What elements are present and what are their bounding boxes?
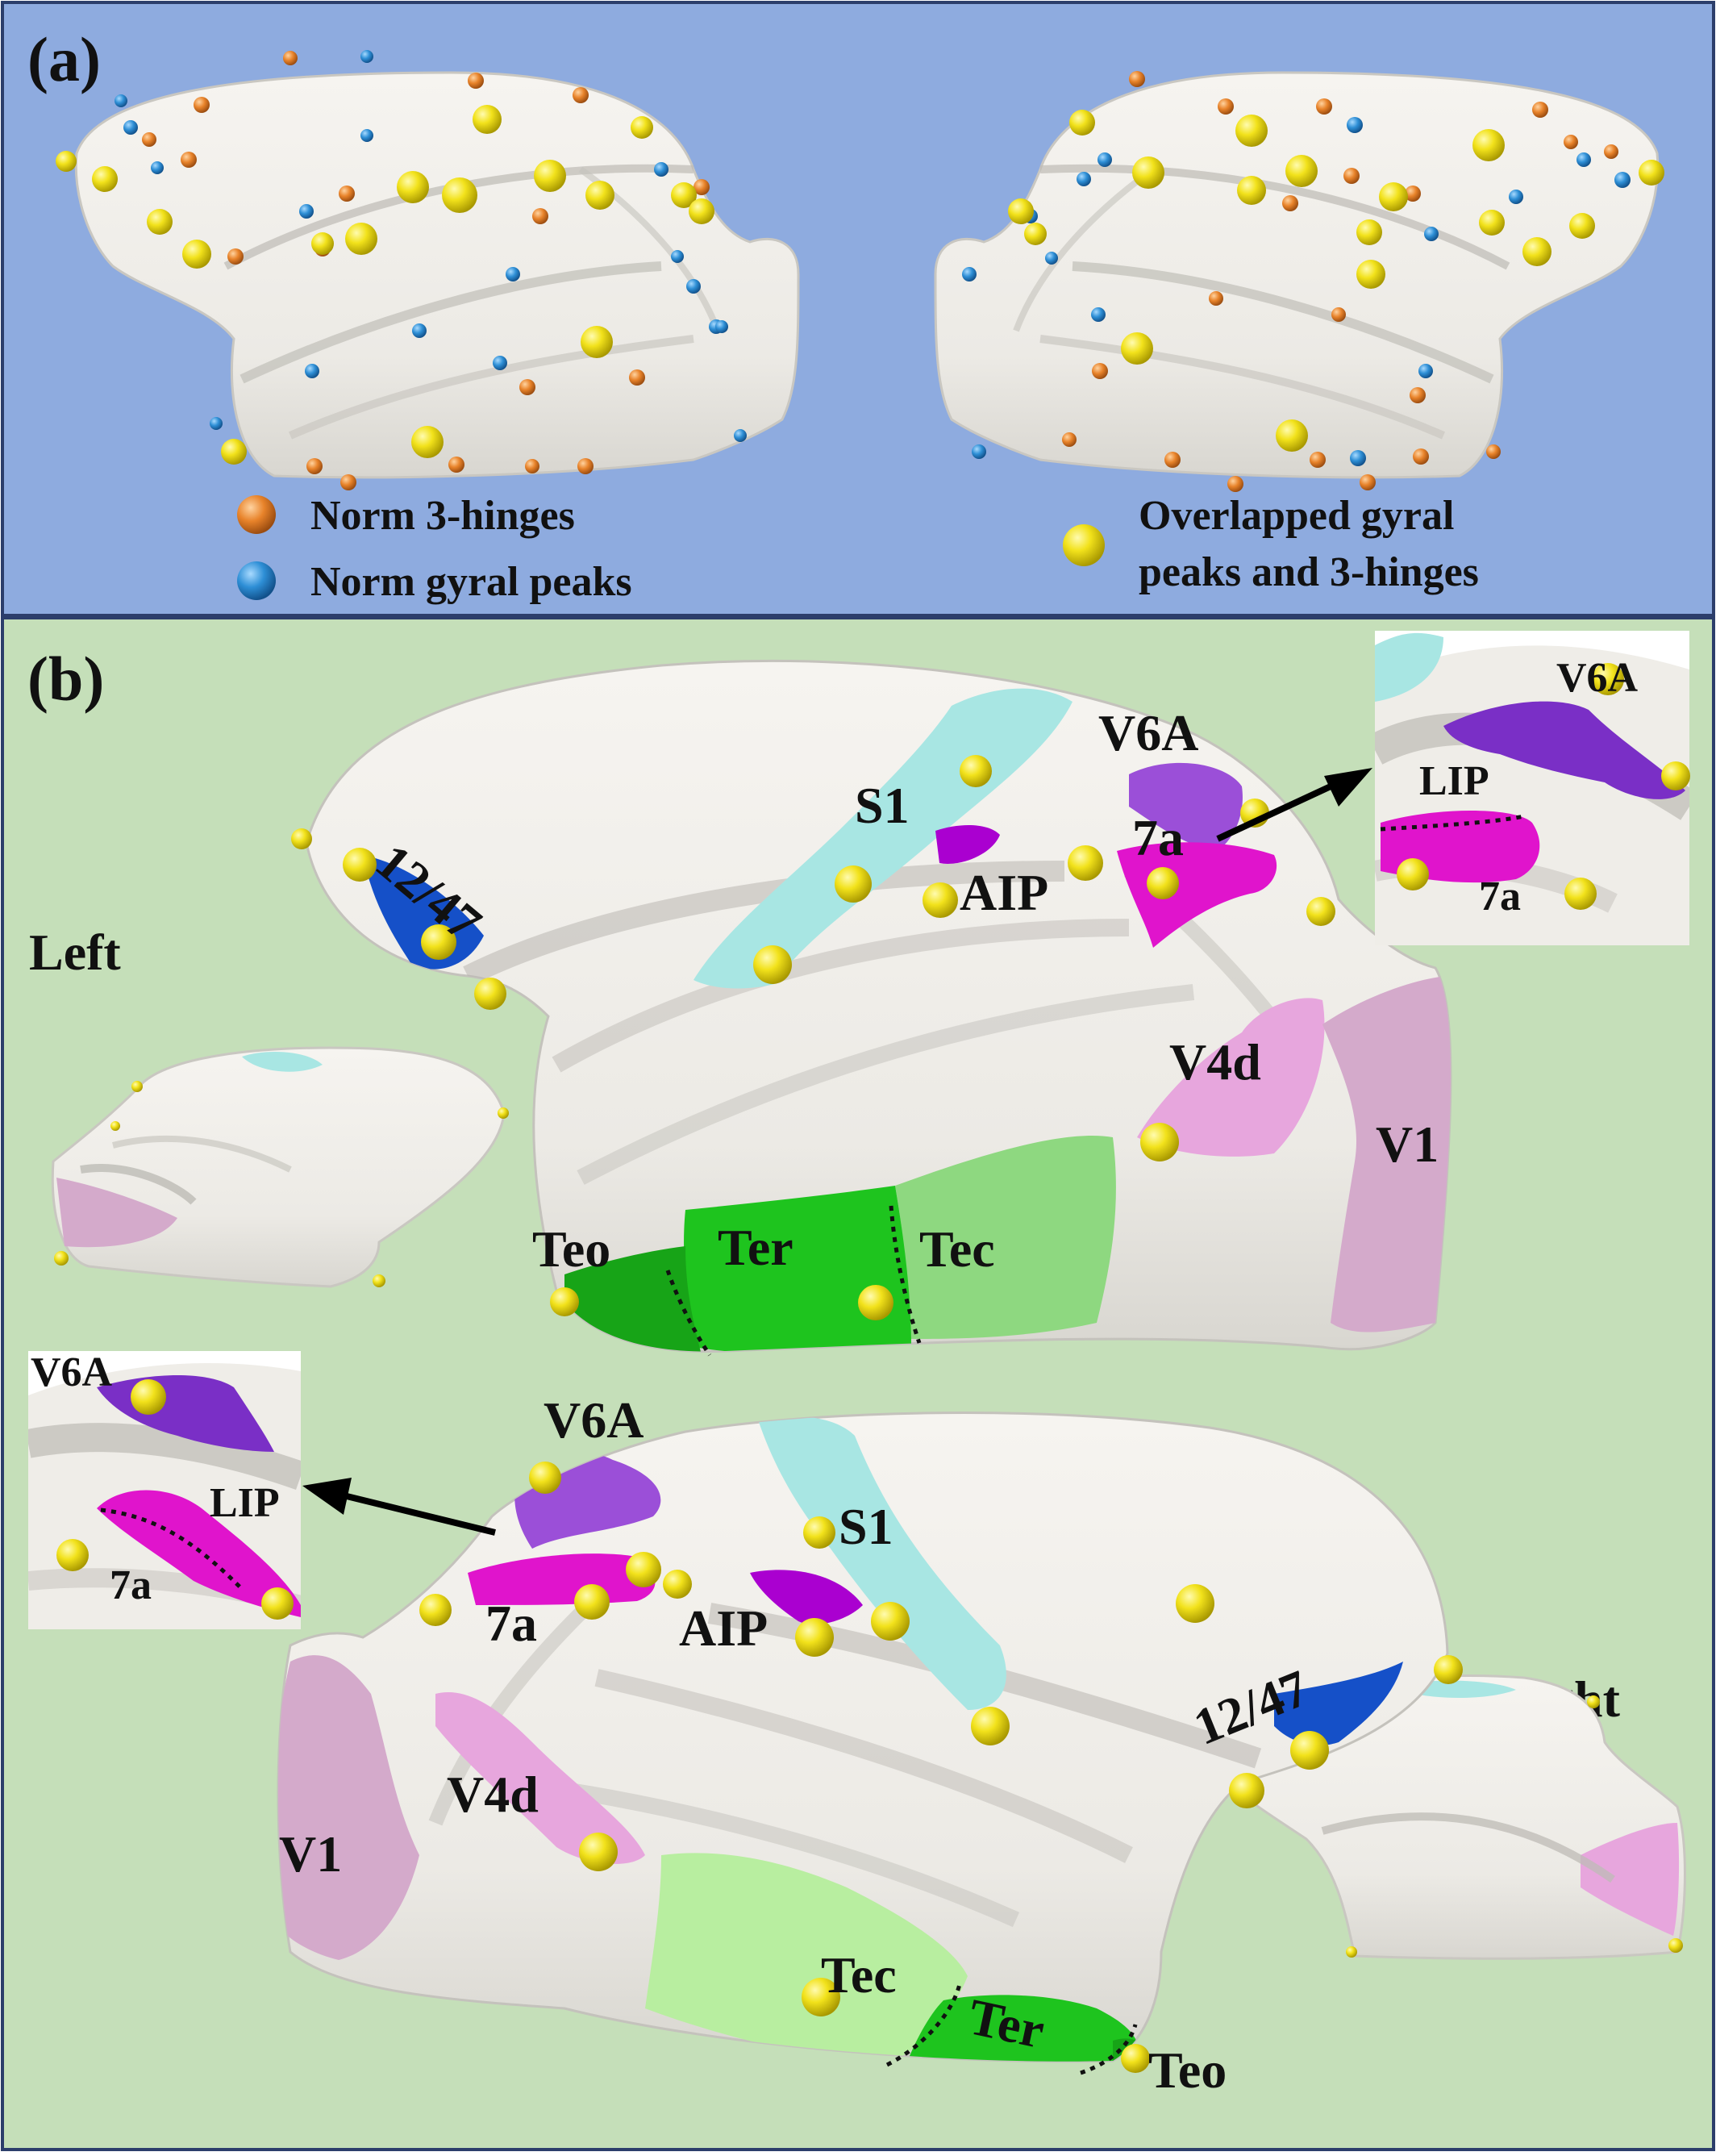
left-label-v4d: V4d [1169, 1033, 1261, 1091]
left-label-ter: Ter [718, 1219, 793, 1276]
right-label-7a: 7a [485, 1595, 537, 1652]
legend-norm-3-hinges: Norm 3-hinges [310, 493, 575, 539]
left-v1-region [1322, 976, 1451, 1332]
panel-b: (b) Left Right [1, 616, 1715, 2151]
left-inset-label-v6a: V6A [1556, 655, 1639, 701]
left-inset: V6A LIP 7a [1375, 631, 1690, 945]
right-12-47-region [1274, 1662, 1403, 1745]
left-label-teo: Teo [532, 1220, 610, 1278]
panel-a-label: (a) [27, 24, 101, 94]
right-v4d-region [435, 1692, 645, 1864]
left-thumbnail-hemisphere [51, 1046, 509, 1288]
left-ter-region [684, 1186, 911, 1352]
left-tec-region [895, 1136, 1116, 1339]
panel-a-landmarks-right [962, 71, 1664, 492]
right-label-s1: S1 [839, 1498, 893, 1555]
right-tec-region [645, 1853, 968, 2062]
left-inset-label-lip: LIP [1419, 758, 1489, 804]
left-aip-region [935, 825, 1000, 864]
left-inset-v6a-region [1443, 701, 1685, 799]
panel-a-right-hemisphere [934, 71, 1660, 479]
left-v6a-region [1129, 762, 1243, 851]
legend-overlapped-line1: Overlapped gyral [1139, 493, 1454, 539]
right-inset-label-v6a: V6A [31, 1349, 113, 1395]
left-hemisphere-label: Left [29, 924, 121, 981]
panel-b-label: (b) [27, 644, 104, 714]
legend-blue-sphere-icon [237, 561, 276, 600]
left-label-7a: 7a [1132, 809, 1184, 866]
right-label-aip: AIP [679, 1599, 768, 1657]
left-label-v1: V1 [1376, 1116, 1439, 1173]
right-label-v6a: V6A [544, 1391, 644, 1449]
right-main-hemisphere [277, 1411, 1463, 2075]
right-inset-label-lip: LIP [210, 1480, 280, 1526]
right-label-v1: V1 [279, 1825, 342, 1883]
panel-a-legend: Norm 3-hinges Norm gyral peaks Overlappe… [237, 493, 1479, 605]
right-inset-label-7a: 7a [110, 1562, 152, 1608]
left-label-s1: S1 [855, 777, 910, 834]
left-label-v6a: V6A [1098, 704, 1198, 761]
right-label-tec: Tec [821, 1946, 897, 2004]
right-v1-region [278, 1655, 419, 1960]
left-inset-label-7a: 7a [1479, 874, 1521, 920]
right-7a-region [468, 1553, 656, 1605]
panel-a-landmarks-left [56, 50, 747, 490]
right-label-teo: Teo [1148, 2041, 1227, 2099]
left-inset-arrow [1216, 768, 1372, 842]
left-main-hemisphere [291, 659, 1452, 1357]
right-aip-region [750, 1570, 863, 1624]
panel-a: (a) [1, 1, 1715, 617]
legend-overlapped-line2: peaks and 3-hinges [1139, 549, 1479, 595]
legend-yellow-sphere-icon [1063, 524, 1105, 566]
left-label-tec: Tec [919, 1220, 995, 1278]
left-v4d-region [1137, 998, 1325, 1157]
right-s1-region [758, 1416, 1006, 1710]
left-label-aip: AIP [960, 864, 1048, 921]
legend-norm-gyral-peaks: Norm gyral peaks [310, 559, 632, 605]
right-inset-arrow [302, 1478, 496, 1536]
right-label-v4d: V4d [447, 1766, 539, 1823]
right-ter-region [903, 1995, 1139, 2062]
right-inset-7a-region [97, 1490, 301, 1617]
right-inset: V6A LIP 7a [28, 1349, 301, 1629]
legend-orange-sphere-icon [237, 495, 276, 534]
